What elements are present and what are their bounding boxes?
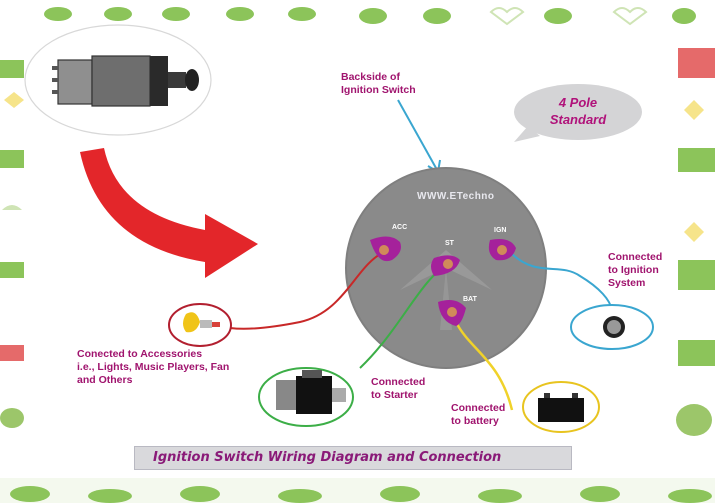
- watermark-text: WWW.ETechno: [417, 191, 495, 202]
- caption-bar: Ignition Switch Wiring Diagram and Conne…: [134, 446, 572, 470]
- lamp-icon: [168, 303, 232, 347]
- pointer-arrow: [397, 99, 441, 174]
- red-curved-arrow: [80, 148, 258, 278]
- terminal-acc: [370, 236, 401, 262]
- starter-label: Connected to Starter: [371, 376, 426, 401]
- caption-text: Ignition Switch Wiring Diagram and Conne…: [153, 450, 502, 465]
- terminal-acc-label: ACC: [392, 224, 408, 231]
- pole-bubble: [514, 84, 642, 140]
- ignition-coil-icon: [570, 304, 654, 350]
- ignition-label: Connected to Ignition System: [608, 251, 663, 289]
- terminal-st: [431, 255, 460, 276]
- battery-icon: [522, 381, 600, 433]
- battery-label: Connected to battery: [451, 402, 506, 427]
- terminal-bat-label: BAT: [463, 296, 477, 303]
- terminal-bat: [438, 300, 466, 326]
- starter-motor-icon: [258, 367, 354, 427]
- ignition-switch-icon: [24, 24, 212, 136]
- terminal-st-label: ST: [445, 240, 454, 247]
- backside-label: Backside of Ignition Switch: [341, 71, 416, 96]
- wire-battery: [454, 321, 514, 411]
- terminal-ign: [488, 239, 516, 261]
- wire-ignition: [511, 253, 613, 311]
- pole-standard-label: 4 Pole Standard: [549, 95, 607, 127]
- accessories-label: Conected to Accessories i.e., Lights, Mu…: [77, 348, 230, 386]
- terminal-ign-label: IGN: [494, 227, 507, 234]
- wire-accessories: [229, 251, 385, 330]
